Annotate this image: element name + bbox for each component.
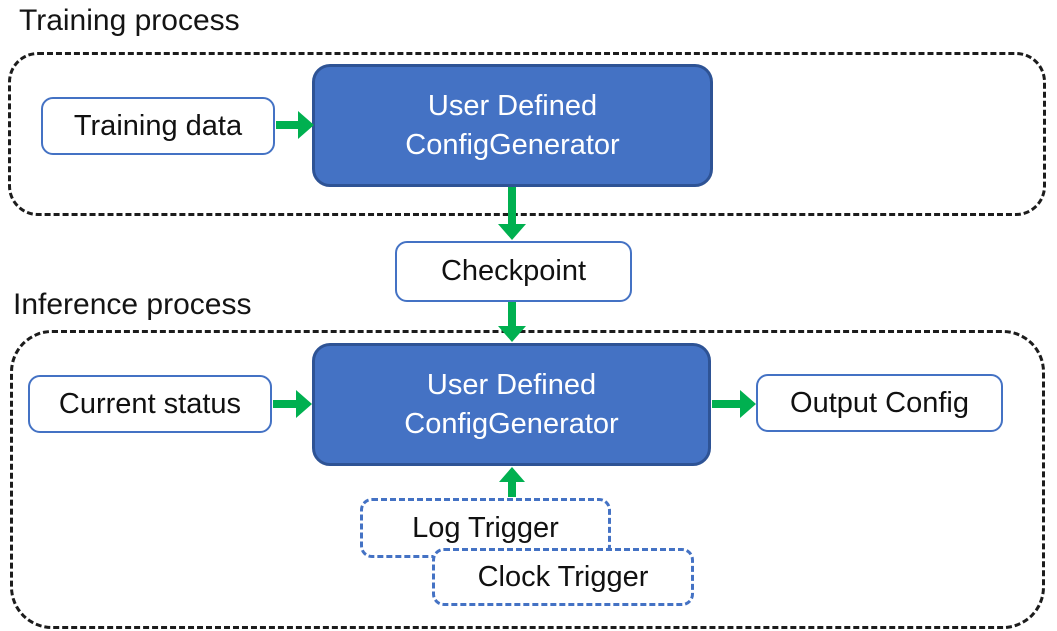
current-status-label: Current status	[58, 387, 242, 420]
log-trigger-label: Log Trigger	[412, 511, 559, 544]
arrow-training-data-to-generator-icon	[276, 111, 314, 139]
training-data-box: Training data	[41, 97, 275, 155]
output-config-box: Output Config	[756, 374, 1003, 432]
arrow-generator-to-output-icon	[712, 390, 756, 418]
training-section-label: Training process	[19, 4, 240, 37]
training-data-label: Training data	[73, 109, 243, 142]
checkpoint-label: Checkpoint	[440, 255, 587, 287]
arrow-checkpoint-to-generator-icon	[498, 302, 526, 342]
arrow-generator-to-checkpoint-icon	[498, 187, 526, 240]
training-generator-box: User Defined ConfigGenerator	[312, 64, 713, 187]
arrow-triggers-to-generator-icon	[499, 467, 525, 497]
inference-section-label: Inference process	[13, 288, 252, 321]
arrow-current-status-to-generator-icon	[273, 390, 312, 418]
current-status-box: Current status	[28, 375, 272, 433]
inference-generator-box: User Defined ConfigGenerator	[312, 343, 711, 466]
output-config-label: Output Config	[790, 386, 969, 419]
training-generator-label-line2: ConfigGenerator	[405, 128, 620, 161]
clock-trigger-box: Clock Trigger	[432, 548, 694, 606]
clock-trigger-label: Clock Trigger	[477, 560, 649, 593]
training-generator-label-line1: User Defined	[427, 89, 598, 122]
inference-process-region	[10, 330, 1045, 629]
inference-generator-label-line2: ConfigGenerator	[404, 407, 619, 440]
checkpoint-box: Checkpoint	[395, 241, 632, 302]
training-process-region	[8, 52, 1046, 216]
inference-generator-label-line1: User Defined	[426, 368, 597, 401]
